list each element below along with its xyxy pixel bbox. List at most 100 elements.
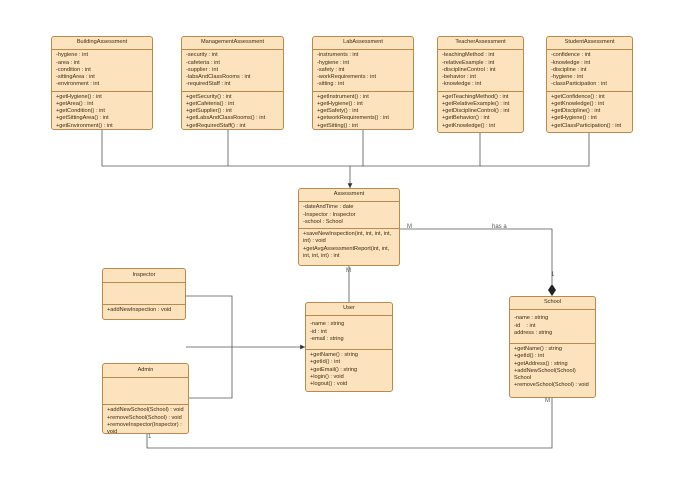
label-multiplicity: 1 bbox=[148, 434, 152, 440]
class-attributes: -instruments : int -hygiene : int -safet… bbox=[313, 50, 413, 92]
class-title: LabAssessment bbox=[313, 37, 413, 51]
operation: +logout() : void bbox=[310, 381, 348, 388]
operation: +getKnowledge() : int bbox=[551, 100, 605, 107]
operation: +getArea() : int bbox=[56, 100, 94, 107]
attribute: -disciplineControl : int bbox=[442, 66, 496, 73]
operation: +getHygiene() : int bbox=[317, 100, 363, 107]
class-operations: +getSecurity() : int +getCafeteria() : i… bbox=[182, 92, 283, 132]
composition-diamond bbox=[548, 284, 556, 296]
attribute: -Inspector : Inspector bbox=[303, 211, 356, 218]
attribute: -relativeExample : int bbox=[442, 59, 495, 66]
class-title: Assessment bbox=[299, 189, 399, 203]
class-lab-assessment[interactable]: LabAssessment -instruments : int -hygien… bbox=[312, 36, 414, 130]
class-teacher-assessment[interactable]: TeacherAssessment -teachingMethod : int … bbox=[437, 36, 524, 133]
attribute: -dateAndTime : date bbox=[303, 204, 354, 211]
operation: +getTeachingMethod() : int bbox=[442, 93, 509, 100]
label-multiplicity: 1 bbox=[551, 272, 555, 278]
operation: +addNewSchool(School) : void bbox=[107, 407, 184, 414]
attribute: -knowledge : int bbox=[551, 59, 591, 66]
attribute: -hygiene : int bbox=[56, 52, 89, 59]
attribute: address : string bbox=[514, 329, 553, 336]
attribute: -sittingArea : int bbox=[56, 74, 95, 81]
attribute: -workRequirements : int bbox=[317, 74, 377, 81]
class-student-assessment[interactable]: StudentAssessment -confidence : int -kno… bbox=[546, 36, 633, 133]
operation: +getRelativeExample() : int bbox=[442, 100, 510, 107]
operation: +getworkRequirements() : int bbox=[317, 115, 389, 122]
operation: +saveNewInspection(int, int, int, int, bbox=[303, 231, 392, 238]
operation: +getAvgAssessmentReport(int, int, bbox=[303, 245, 390, 252]
operation: +getClassParticipation() : int bbox=[551, 122, 622, 129]
class-management-assessment[interactable]: ManagementAssessment -security : int -ca… bbox=[181, 36, 284, 130]
class-attributes: -teachingMethod : int -relativeExample :… bbox=[438, 50, 523, 92]
label-multiplicity: M bbox=[545, 398, 550, 404]
class-building-assessment[interactable]: BuildingAssessment -hygiene : int -area … bbox=[51, 36, 153, 130]
operation: +getHygiene() : int bbox=[551, 115, 597, 122]
attribute: -security : int bbox=[186, 52, 218, 59]
attribute: -teachingMethod : int bbox=[442, 52, 495, 59]
attribute: -email : string bbox=[310, 335, 344, 342]
attribute: -instruments : int bbox=[317, 52, 359, 59]
operation: +getRequiredStaff() : int bbox=[186, 122, 246, 129]
attribute: -knowledge : int bbox=[442, 81, 482, 88]
class-title: User bbox=[306, 303, 392, 317]
attribute: -requiredStaff : int bbox=[186, 81, 231, 88]
class-assessment[interactable]: Assessment -dateAndTime : date -Inspecto… bbox=[298, 188, 400, 266]
class-inspector[interactable]: Inspector +addNewInspection : void bbox=[102, 268, 186, 320]
class-title: ManagementAssessment bbox=[182, 37, 283, 51]
operation: +getBehavior() : int bbox=[442, 115, 490, 122]
class-school[interactable]: School -name : string -id : int address … bbox=[509, 296, 596, 398]
attribute: -supplier : int bbox=[186, 66, 219, 73]
operation: +getId() : int bbox=[310, 359, 341, 366]
association-assessment-school bbox=[400, 228, 553, 284]
class-operations: +getConfidence() : int +getKnowledge() :… bbox=[547, 92, 632, 132]
operation: +login() : void bbox=[310, 373, 344, 380]
operation: +getName() : string bbox=[514, 346, 563, 353]
class-operations: +getName() : string +getId() : int +getA… bbox=[510, 344, 595, 392]
operation: +getSupplier() : int bbox=[186, 108, 232, 115]
attribute: -id : int bbox=[310, 328, 327, 335]
operation: +getHygiene() : int bbox=[56, 93, 102, 100]
class-user[interactable]: User -name : string -id : int -email : s… bbox=[305, 302, 393, 392]
association-admin-school bbox=[146, 398, 553, 449]
operation: +addNewInspection : void bbox=[107, 307, 172, 314]
operation: +getCondition() : int bbox=[56, 108, 105, 115]
class-operations: +getTeachingMethod() : int +getRelativeE… bbox=[438, 92, 523, 132]
class-operations: +addNewSchool(School) : void +removeScho… bbox=[103, 405, 188, 438]
attribute: -condition : int bbox=[56, 66, 91, 73]
operation: int, int, int) : int bbox=[303, 252, 340, 259]
operation: +getDisciplineControl() : int bbox=[442, 108, 510, 115]
class-admin[interactable]: Admin +addNewSchool(School) : void +remo… bbox=[102, 363, 189, 435]
operation: +getAddress() : string bbox=[514, 360, 568, 367]
operation: +getName() : string bbox=[310, 352, 359, 359]
inheritance-teacher bbox=[350, 133, 481, 167]
operation: void bbox=[107, 429, 118, 436]
operation: int) : void bbox=[303, 238, 326, 245]
class-attributes bbox=[103, 378, 188, 406]
class-operations: +saveNewInspection(int, int, int, int, i… bbox=[299, 229, 399, 262]
operation: +removeInspector(Inspector) : bbox=[107, 421, 182, 428]
class-attributes: -security : int -cafeteria : int -suppli… bbox=[182, 50, 283, 92]
class-attributes bbox=[103, 283, 185, 306]
label-multiplicity: M bbox=[346, 268, 351, 274]
operation: +removeSchool(School) : void bbox=[514, 382, 589, 389]
attribute: -hygiene : int bbox=[551, 74, 584, 81]
attribute: -sitting : int bbox=[317, 81, 345, 88]
inheritance-building bbox=[101, 130, 350, 167]
class-title: School bbox=[510, 297, 595, 311]
attribute: -cafeteria : int bbox=[186, 59, 220, 66]
operation: +getSafety() : int bbox=[317, 108, 359, 115]
operation: +getLabsAndClassRooms() : int bbox=[186, 115, 266, 122]
class-title: StudentAssessment bbox=[547, 37, 632, 51]
attribute: -area : int bbox=[56, 59, 80, 66]
operation: +getInstrument() : int bbox=[317, 93, 369, 100]
inheritance-admin-user bbox=[186, 347, 233, 399]
attribute: -safety : int bbox=[317, 66, 345, 73]
operation: +addNewSchool(School) bbox=[514, 367, 576, 374]
class-operations: +getName() : string +getId() : int +getE… bbox=[306, 350, 392, 390]
attribute: -name : string bbox=[310, 321, 345, 328]
class-attributes: -confidence : int -knowledge : int -disc… bbox=[547, 50, 632, 92]
operation: +getSecurity() : int bbox=[186, 93, 232, 100]
attribute: -classParticipation : int bbox=[551, 81, 607, 88]
operation: +getDiscipline() : int bbox=[551, 108, 601, 115]
